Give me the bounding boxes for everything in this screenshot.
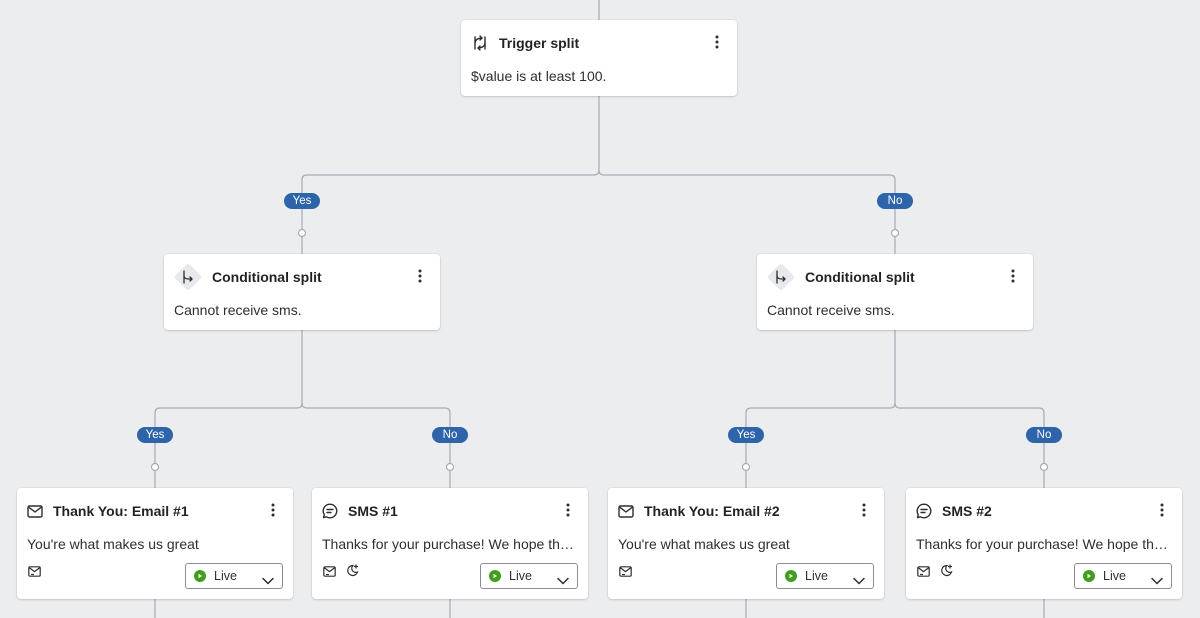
status-dropdown[interactable]: Live [480,563,578,589]
live-status-icon [194,570,206,582]
email-action-card[interactable]: Thank You: Email #2 You're what makes us… [608,488,884,599]
action-title: SMS #2 [942,503,992,519]
trigger-split-description: $value is at least 100. [471,68,607,84]
sms-settings-icon [917,564,930,582]
branch-badge-no: No [432,427,468,443]
action-title: Thank You: Email #1 [53,503,189,519]
live-status-icon [489,570,501,582]
chevron-down-icon [853,572,865,590]
sms-icon [322,503,338,519]
branch-badge-yes: Yes [284,193,320,209]
more-options-icon[interactable] [854,500,874,520]
chevron-down-icon [557,572,569,590]
action-title: Thank You: Email #2 [644,503,780,519]
quiet-hours-icon [346,564,359,582]
live-status-icon [1083,570,1095,582]
branch-badge-no: No [1026,427,1062,443]
status-dropdown[interactable]: Live [776,563,874,589]
email-icon [618,503,634,519]
conditional-split-description: Cannot receive sms. [174,302,302,318]
action-description: Thanks for your purchase! We hope that .… [322,536,576,552]
email-settings-icon [28,564,41,582]
live-status-icon [785,570,797,582]
more-options-icon[interactable] [1152,500,1172,520]
more-options-icon[interactable] [707,32,727,52]
trigger-split-title: Trigger split [499,35,580,51]
sms-action-card[interactable]: SMS #2 Thanks for your purchase! We hope… [906,488,1182,599]
action-description: You're what makes us great [27,536,199,552]
more-options-icon[interactable] [410,266,430,286]
chevron-down-icon [262,572,274,590]
more-options-icon[interactable] [558,500,578,520]
conditional-split-icon [767,263,795,291]
conditional-split-description: Cannot receive sms. [767,302,895,318]
sms-action-card[interactable]: SMS #1 Thanks for your purchase! We hope… [312,488,588,599]
status-label: Live [805,569,828,583]
email-icon [27,503,43,519]
action-description: Thanks for your purchase! We hope that .… [916,536,1170,552]
conditional-split-card[interactable]: Conditional split Cannot receive sms. [164,254,440,330]
more-options-icon[interactable] [263,500,283,520]
quiet-hours-icon [940,564,953,582]
more-options-icon[interactable] [1003,266,1023,286]
conditional-split-title: Conditional split [212,269,322,285]
status-dropdown[interactable]: Live [1074,563,1172,589]
sms-settings-icon [323,564,336,582]
trigger-split-card[interactable]: Trigger split $value is at least 100. [461,20,737,96]
conditional-split-card[interactable]: Conditional split Cannot receive sms. [757,254,1033,330]
branch-badge-yes: Yes [137,427,173,443]
chevron-down-icon [1151,572,1163,590]
status-dropdown[interactable]: Live [185,563,283,589]
action-description: You're what makes us great [618,536,790,552]
email-action-card[interactable]: Thank You: Email #1 You're what makes us… [17,488,293,599]
trigger-split-icon [471,34,489,52]
status-label: Live [1103,569,1126,583]
status-label: Live [509,569,532,583]
status-label: Live [214,569,237,583]
conditional-split-title: Conditional split [805,269,915,285]
conditional-split-icon [174,263,202,291]
branch-badge-no: No [877,193,913,209]
email-settings-icon [619,564,632,582]
action-title: SMS #1 [348,503,398,519]
sms-icon [916,503,932,519]
branch-badge-yes: Yes [728,427,764,443]
